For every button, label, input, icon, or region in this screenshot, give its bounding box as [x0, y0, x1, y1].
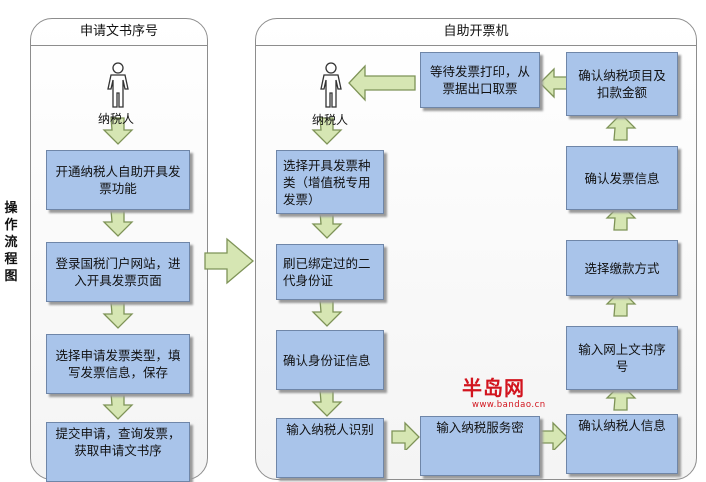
step-swipe-id-card: 刷已绑定过的二代身份证 [276, 244, 384, 300]
step-select-invoice-type: 选择开具发票种类（增值税专用发票） [276, 150, 384, 214]
taxpayer-person-icon [105, 62, 131, 112]
step-input-document-number: 输入网上文书序号 [566, 326, 678, 390]
arrow-left [539, 67, 568, 99]
step-login-portal: 登录国税门户网站，进入开具发票页面 [46, 242, 190, 302]
arrow-down [102, 117, 134, 145]
arrow-right-between-lanes [204, 237, 255, 285]
taxpayer-label: 纳税人 [312, 113, 349, 127]
bandao-logo: 半岛网 [462, 376, 525, 400]
arrow-down [311, 211, 343, 239]
step-confirm-id-info: 确认身份证信息 [276, 330, 384, 390]
lane-title: 自助开票机 [256, 19, 696, 46]
arrow-up [605, 113, 637, 141]
diagram-side-label: 操作流程图 [4, 201, 18, 284]
step-select-payment-method: 选择缴款方式 [566, 240, 678, 296]
arrow-right [539, 421, 568, 450]
arrow-down [311, 389, 343, 417]
taxpayer-person-icon [318, 62, 344, 112]
step-enable-self-invoicing: 开通纳税人自助开具发票功能 [46, 150, 190, 210]
arrow-up [605, 203, 637, 231]
flow-arrows [102, 64, 637, 450]
arrow-down [102, 209, 134, 237]
step-submit-application: 提交申请，查询发票，获取申请文书序 [46, 422, 190, 482]
arrow-left [348, 64, 416, 102]
step-fill-invoice-info: 选择申请发票类型，填写发票信息，保存 [46, 334, 190, 394]
bandao-url: www.bandao.cn [472, 400, 546, 410]
step-confirm-taxpayer-info: 确认纳税人信息 [566, 414, 678, 474]
step-confirm-invoice-info: 确认发票信息 [566, 146, 678, 210]
step-input-service-password: 输入纳税服务密 [420, 416, 540, 476]
step-wait-print-invoice: 等待发票打印，从票据出口取票 [420, 52, 540, 108]
lane-title: 申请文书序号 [31, 19, 207, 46]
step-confirm-tax-items: 确认纳税项目及扣款金额 [566, 52, 678, 116]
arrow-down [311, 299, 343, 327]
arrow-right [391, 421, 420, 450]
arrow-down [102, 392, 134, 420]
taxpayer-label: 纳税人 [98, 112, 135, 126]
arrow-up [605, 289, 637, 317]
step-input-taxpayer-id: 输入纳税人识别 [276, 418, 384, 478]
arrow-down [102, 301, 134, 329]
arrow-up [605, 383, 637, 411]
arrow-down [311, 117, 343, 145]
